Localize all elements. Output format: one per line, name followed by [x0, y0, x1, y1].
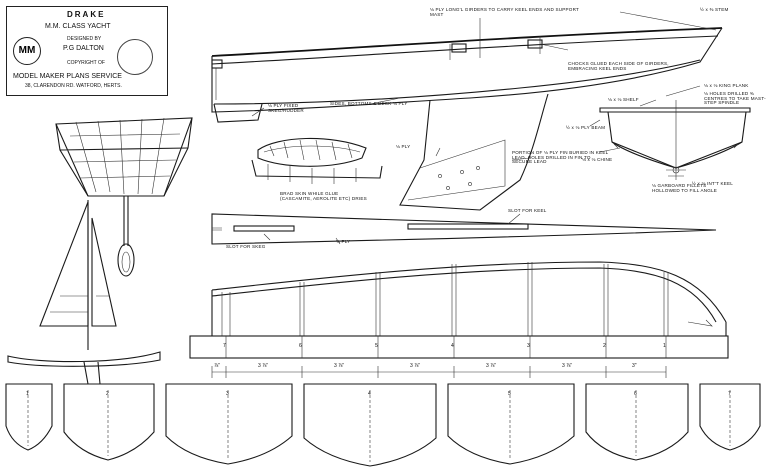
spacing-dimension: 3 ⅞": [334, 363, 345, 369]
label-ply-fin: ⅛ PLY: [396, 144, 411, 149]
frame-number: 5: [508, 391, 511, 397]
label-skeg: ⅛ PLY FIXED SKEG/RUDDER: [268, 103, 304, 113]
hull-profile-view: [211, 11, 723, 211]
midship-section-view: [589, 85, 751, 180]
spacing-dimension: 3 ⅞": [258, 363, 269, 369]
station-number: 7: [223, 343, 226, 349]
sail-plan-view: [7, 200, 161, 385]
designer-name: P.G DALTON: [63, 45, 104, 52]
station-number: 6: [299, 343, 302, 349]
spacing-dimension: 3 ⅞": [562, 363, 573, 369]
spacing-dimension: 3": [632, 363, 637, 369]
spacing-dimension: 3 ⅞": [410, 363, 421, 369]
station-number: 2: [603, 343, 606, 349]
label-chocks: CHOCKS GLUED EACH SIDE OF GIRDERS, EMBRA…: [568, 61, 669, 71]
designed-by-label: DESIGNED BY: [67, 36, 102, 42]
spacing-dimension: 3 ⅞": [486, 363, 497, 369]
station-number: 4: [451, 343, 454, 349]
station-number: 1: [663, 343, 666, 349]
frame-number: 1: [26, 391, 29, 397]
label-shelf: ⅛ x ⅛ SHELF: [608, 97, 639, 102]
station-number: 3: [527, 343, 530, 349]
label-intt-keel: ½ x ⅛ INT'T KEEL: [692, 181, 734, 186]
label-glue: BRAD SKIN WHILE GLUE (CASCAMITE, AEROLIT…: [280, 191, 367, 201]
building-board-view: [189, 261, 729, 378]
label-holes-spindle: ⅛ HOLES DRILLED ⅜ CENTRES TO TAKE MAST-S…: [704, 91, 766, 106]
frame-number: 7: [728, 391, 731, 397]
perspective-hull-view: [55, 117, 193, 277]
frame-number: 3: [226, 391, 229, 397]
label-stem: ½ x ⅜ STEM: [700, 7, 729, 12]
building-jig-sketch: [251, 137, 383, 184]
label-garboard: ⅛ GARBOARD FILLETS HOLLOWED TO FILL ANGL…: [652, 183, 718, 193]
keel-plan-view: [211, 213, 717, 245]
copyright-label: COPYRIGHT OF: [67, 60, 105, 66]
mm-logo-icon: MM: [13, 37, 41, 65]
frame-templates: [5, 383, 761, 467]
frame-number: 4: [368, 391, 371, 397]
frame-number: 2: [106, 391, 109, 397]
label-slot-skeg: SLOT FOR SKEG: [226, 244, 266, 249]
label-ply-beam: ½ x ⅛ PLY BEAM: [566, 125, 606, 130]
station-number: 5: [375, 343, 378, 349]
publisher-address: 38, CLARENDON RD. WATFORD, HERTS.: [25, 83, 122, 89]
label-king-plank: ⅛ x ⅛ KING PLANK: [704, 83, 749, 88]
label-girders: ⅛ PLY LONG'L GIRDERS TO CARRY KEEL ENDS …: [430, 7, 579, 17]
spacing-dimension: ⅞": [214, 363, 220, 369]
model-name: DRAKE: [67, 10, 106, 19]
label-ply-girder: ⅛ PLY: [336, 239, 351, 244]
label-sides: SIDES, BOTTOMS & DECK ⅛ PLY: [330, 101, 408, 106]
frame-number: 6: [634, 391, 637, 397]
label-slot-keel: SLOT FOR KEEL: [508, 208, 547, 213]
label-fin-portion: PORTION OF ⅛ PLY FIN BURIED IN KEEL LEAD…: [512, 150, 609, 165]
plan-stamp-circle-icon: [117, 39, 153, 75]
publisher-name: MODEL MAKER PLANS SERVICE: [13, 73, 122, 80]
label-chine: ⅛ x ⅛ CHINE: [582, 157, 613, 162]
model-class: M.M. CLASS YACHT: [45, 23, 111, 30]
title-block: DRAKE M.M. CLASS YACHT MM DESIGNED BY P.…: [6, 6, 168, 96]
